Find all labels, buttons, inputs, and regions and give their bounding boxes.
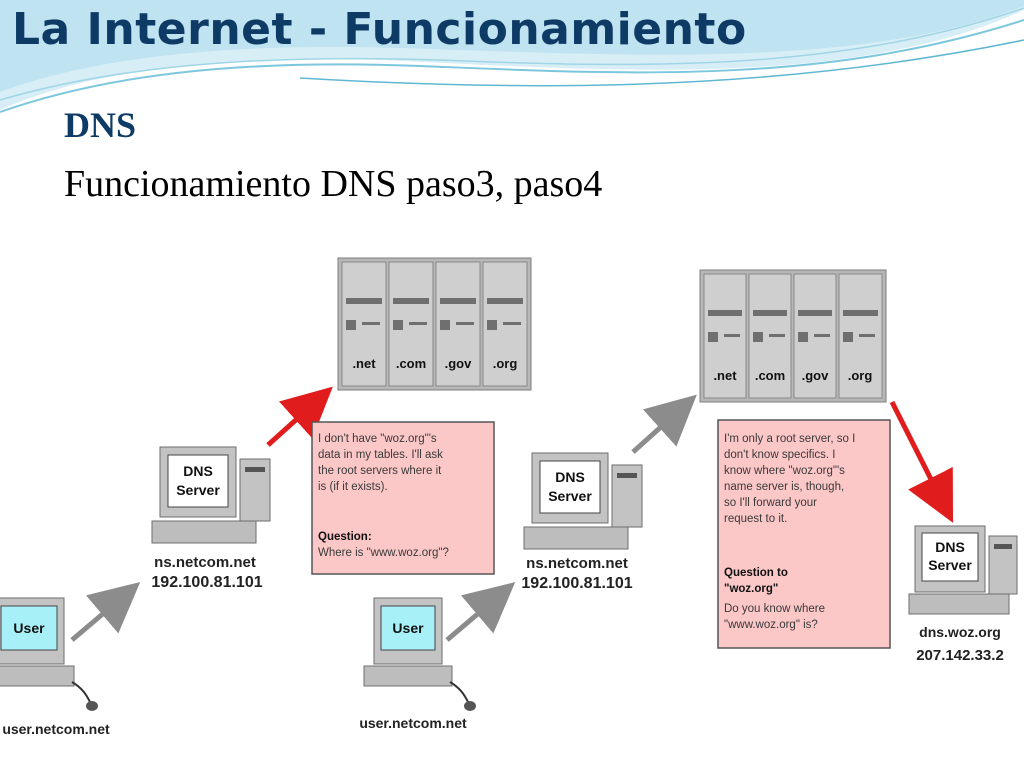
dns-server-right-ip: 207.142.33.2 [916, 647, 1004, 664]
screen-label-line1: DNS [935, 539, 965, 555]
note-right-line: so I'll forward your [724, 497, 817, 509]
note-left-line: is (if it exists). [318, 481, 388, 493]
dns-server-left: DNS Server [151, 446, 271, 544]
note-left-question-text: Where is "www.woz.org"? [318, 547, 449, 559]
rack-label-gov: .gov [445, 356, 472, 371]
rack-label-com: .com [396, 356, 426, 371]
note-right-line: don't know specifics. I [724, 449, 836, 461]
screen-label-line2: Server [928, 557, 972, 573]
note-right-question-label: "woz.org" [724, 583, 778, 595]
dns-server-right-host: dns.woz.org [919, 624, 1001, 640]
rack-label-com: .com [755, 368, 785, 383]
screen-label-line1: DNS [555, 469, 585, 485]
arrow-user-to-dns-middle [445, 582, 516, 642]
dns-resolution-diagram: .net .com .gov .org .net .com [0, 257, 1018, 737]
dns-server-left-host: ns.netcom.net [154, 554, 256, 571]
section-description: Funcionamiento DNS paso3, paso4 [64, 163, 603, 205]
dns-server-middle: DNS Server [523, 452, 643, 550]
arrow-user-to-dns-left [70, 582, 141, 642]
section-heading: DNS [64, 105, 137, 145]
screen-label: User [13, 620, 45, 636]
dns-server-right: DNS Server [908, 525, 1018, 615]
arrow-root-to-woz-dns [889, 400, 954, 523]
rack-label-gov: .gov [802, 368, 829, 383]
note-right-line: name server is, though, [724, 481, 844, 493]
user-computer-middle: User [363, 597, 476, 711]
root-server-rack-right: .net .com .gov .org [699, 269, 887, 403]
rack-label-org: .org [848, 368, 873, 383]
user-left-host: user.netcom.net [2, 721, 110, 737]
dns-server-middle-host: ns.netcom.net [526, 555, 628, 572]
user-middle-host: user.netcom.net [359, 715, 467, 731]
screen-label-line2: Server [176, 482, 220, 498]
header-wave-decoration [0, 0, 1024, 113]
note-right-line: know where "woz.org"'s [724, 465, 845, 477]
note-left-line: data in my tables. I'll ask [318, 449, 443, 461]
rack-label-net: .net [352, 356, 376, 371]
screen-label: User [392, 620, 424, 636]
page-title: La Internet - Funcionamiento [12, 4, 747, 55]
root-server-rack-left: .net .com .gov .org [337, 257, 532, 391]
note-right-question-text: Do you know where [724, 603, 825, 615]
note-right-line: I'm only a root server, so I [724, 433, 855, 445]
note-right-question-text: "www.woz.org" is? [724, 619, 818, 631]
note-left-line: the root servers where it [318, 465, 442, 477]
note-left-question-label: Question: [318, 531, 372, 543]
screen-label-line1: DNS [183, 463, 213, 479]
screen-label-line2: Server [548, 488, 592, 504]
arrow-dns-to-root-left [266, 386, 333, 447]
note-left-line: I don't have "woz.org"'s [318, 433, 437, 445]
note-right-line: request to it. [724, 513, 787, 525]
note-left: I don't have "woz.org"'s data in my tabl… [311, 421, 495, 575]
dns-server-left-ip: 192.100.81.101 [151, 574, 262, 591]
note-right: I'm only a root server, so I don't know … [717, 419, 891, 649]
rack-label-net: .net [713, 368, 737, 383]
dns-server-middle-ip: 192.100.81.101 [521, 575, 632, 592]
rack-label-org: .org [493, 356, 518, 371]
note-right-question-label: Question to [724, 567, 788, 579]
arrow-dns-to-root-right [631, 394, 697, 454]
user-computer-left: User [0, 597, 98, 711]
